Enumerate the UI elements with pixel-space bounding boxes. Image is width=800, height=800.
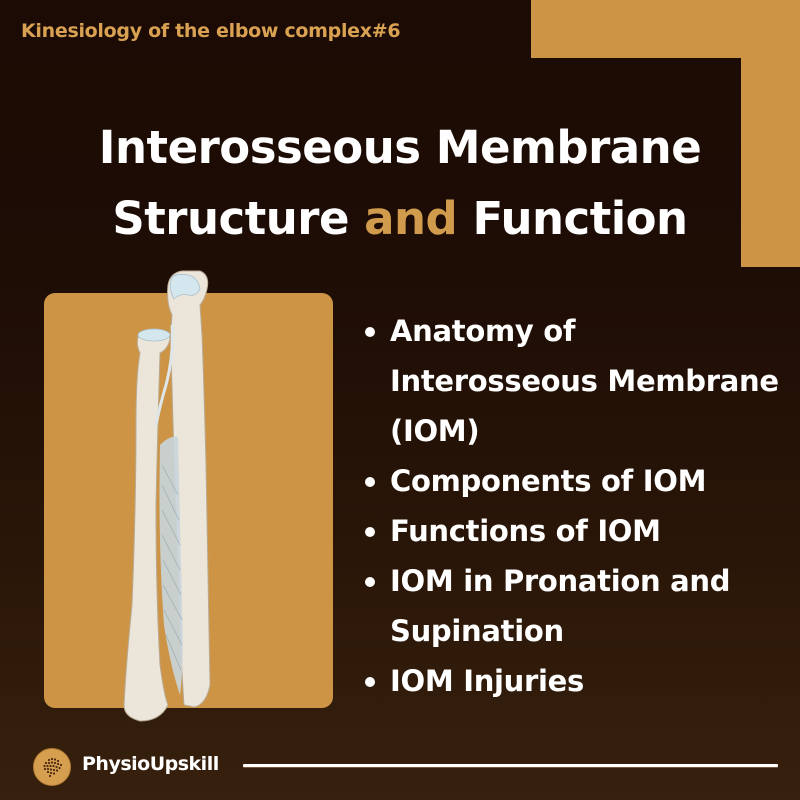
- title-line-1: Interosseous Membrane: [98, 121, 702, 174]
- forearm-bones-illustration: [123, 270, 211, 722]
- brand-name: PhysioUpskill: [82, 753, 219, 775]
- topic-item: Functions of IOM: [362, 506, 792, 556]
- topic-item: Anatomy of Interosseous Membrane (IOM): [362, 306, 792, 456]
- topic-item: Components of IOM: [362, 456, 792, 506]
- footer-divider: [243, 764, 778, 767]
- brain-icon: [43, 757, 63, 778]
- brand-logo: [33, 748, 71, 786]
- bullet-icon: [365, 677, 375, 687]
- topic-label: Anatomy of Interosseous Membrane (IOM): [390, 314, 779, 448]
- topic-item: IOM Injuries: [362, 656, 792, 706]
- topic-label: IOM Injuries: [390, 664, 584, 698]
- bullet-icon: [365, 527, 375, 537]
- topic-item: IOM in Pronation and Supination: [362, 556, 792, 656]
- bullet-icon: [365, 577, 375, 587]
- page-title: Interosseous Membrane Structure and Func…: [0, 112, 800, 254]
- title-word-function: Function: [457, 192, 688, 245]
- title-accent-word: and: [364, 192, 458, 245]
- bullet-icon: [365, 477, 375, 487]
- bullet-icon: [365, 327, 375, 337]
- series-label: Kinesiology of the elbow complex#6: [21, 20, 401, 42]
- topic-label: IOM in Pronation and Supination: [390, 564, 731, 648]
- title-line-2: Structure and Function: [0, 183, 800, 254]
- topic-label: Components of IOM: [390, 464, 707, 498]
- decorative-gold-bar-right: [741, 0, 800, 267]
- title-word-structure: Structure: [112, 192, 365, 245]
- topic-label: Functions of IOM: [390, 514, 661, 548]
- topic-list: Anatomy of Interosseous Membrane (IOM) C…: [362, 306, 792, 706]
